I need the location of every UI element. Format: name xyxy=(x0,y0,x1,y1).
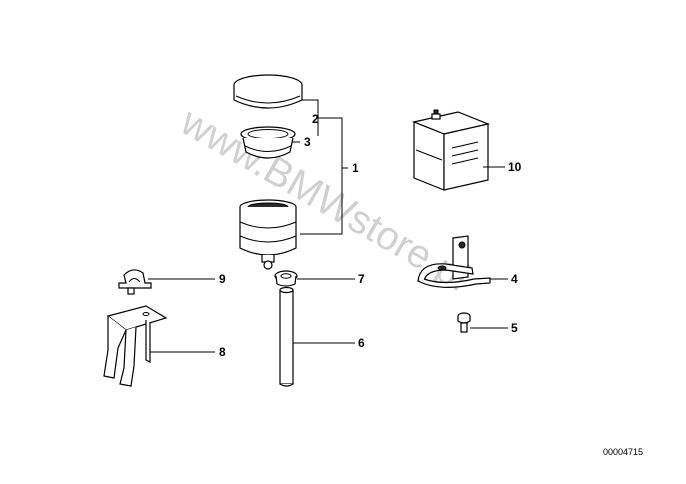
reservoir-cap-part xyxy=(233,74,303,109)
callout-6: 6 xyxy=(358,336,365,350)
callout-3: 3 xyxy=(304,135,311,149)
callout-1: 1 xyxy=(352,161,359,175)
callout-5: 5 xyxy=(511,321,518,335)
callout-2: 2 xyxy=(312,112,319,126)
hose-part xyxy=(279,286,294,387)
leader-lines xyxy=(148,166,508,353)
callout-4: 4 xyxy=(511,272,518,286)
bolt-part xyxy=(457,312,471,333)
callout-8: 8 xyxy=(219,345,226,359)
reservoir-body-part xyxy=(239,199,297,270)
hose-clamp-part xyxy=(118,269,152,295)
reference-number: 00004715 xyxy=(603,447,643,457)
battery-holder-part xyxy=(417,235,491,288)
mounting-clip-part xyxy=(103,305,168,387)
callout-7: 7 xyxy=(358,272,365,286)
callout-bracket-1-2-3 xyxy=(292,99,348,235)
callout-10: 10 xyxy=(508,160,522,174)
grommet-part xyxy=(274,270,298,287)
callout-9: 9 xyxy=(219,272,226,286)
seal-ring-part xyxy=(240,126,296,159)
battery-part xyxy=(411,109,491,191)
